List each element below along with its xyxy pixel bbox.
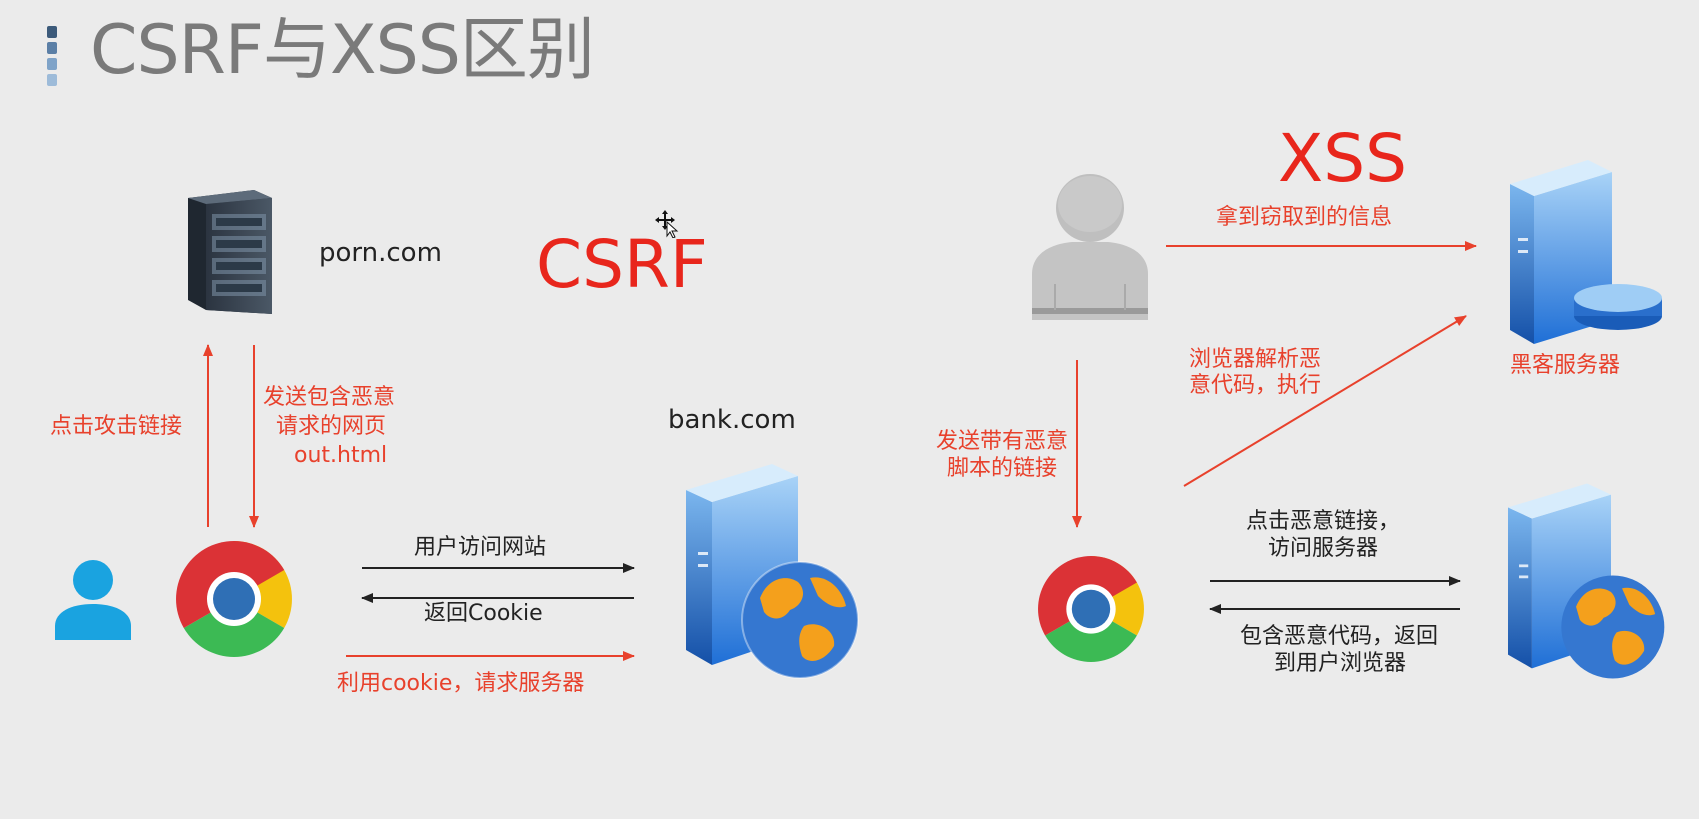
send-page-label-1: 发送包含恶意 (263, 385, 396, 410)
web-server-icon (686, 464, 859, 679)
attacker-site-label: porn.com (319, 238, 442, 268)
chrome-browser-icon (176, 541, 292, 657)
xss-heading: XSS (1278, 120, 1408, 197)
title-accent-bar-2 (47, 42, 57, 54)
hacker-server-label: 黑客服务器 (1510, 353, 1621, 378)
title-accent-bar-1 (47, 26, 57, 38)
victim-chrome-browser-icon (1038, 556, 1144, 662)
use-cookie-label: 利用cookie，请求服务器 (337, 671, 585, 696)
click-link-label: 点击攻击链接 (50, 414, 183, 439)
title-accent-bar-3 (47, 58, 57, 70)
target-web-server-icon (1508, 483, 1665, 679)
stolen-info-label: 拿到窃取到的信息 (1216, 205, 1393, 230)
click-malicious-label-2: 访问服务器 (1268, 536, 1379, 561)
bank-site-label: bank.com (668, 405, 796, 435)
arrow-browser-parse (1183, 315, 1467, 487)
browser-parse-label-2: 意代码，执行 (1189, 373, 1322, 398)
page-title: CSRF与XSS区别 (90, 11, 595, 90)
send-page-label-3: out.html (294, 443, 388, 468)
move-cursor-icon (655, 210, 679, 238)
click-malicious-label-1: 点击恶意链接， (1246, 509, 1401, 534)
return-code-label-1: 包含恶意代码，返回 (1240, 624, 1439, 649)
user-visit-label: 用户访问网站 (414, 535, 547, 560)
send-link-label-2: 脚本的链接 (947, 456, 1058, 481)
return-code-label-2: 到用户浏览器 (1274, 651, 1407, 676)
send-link-label-1: 发送带有恶意 (936, 429, 1069, 454)
hacker-person-icon (1032, 174, 1148, 320)
rack-server-icon (188, 190, 272, 314)
user-icon (55, 560, 131, 640)
csrf-heading: CSRF (536, 226, 708, 303)
title-accent-bar-4 (47, 74, 57, 86)
send-page-label-2: 请求的网页 (276, 414, 387, 439)
browser-parse-label-1: 浏览器解析恶 (1189, 347, 1322, 372)
return-cookie-label: 返回Cookie (424, 601, 543, 626)
hacker-server-icon (1510, 160, 1662, 344)
